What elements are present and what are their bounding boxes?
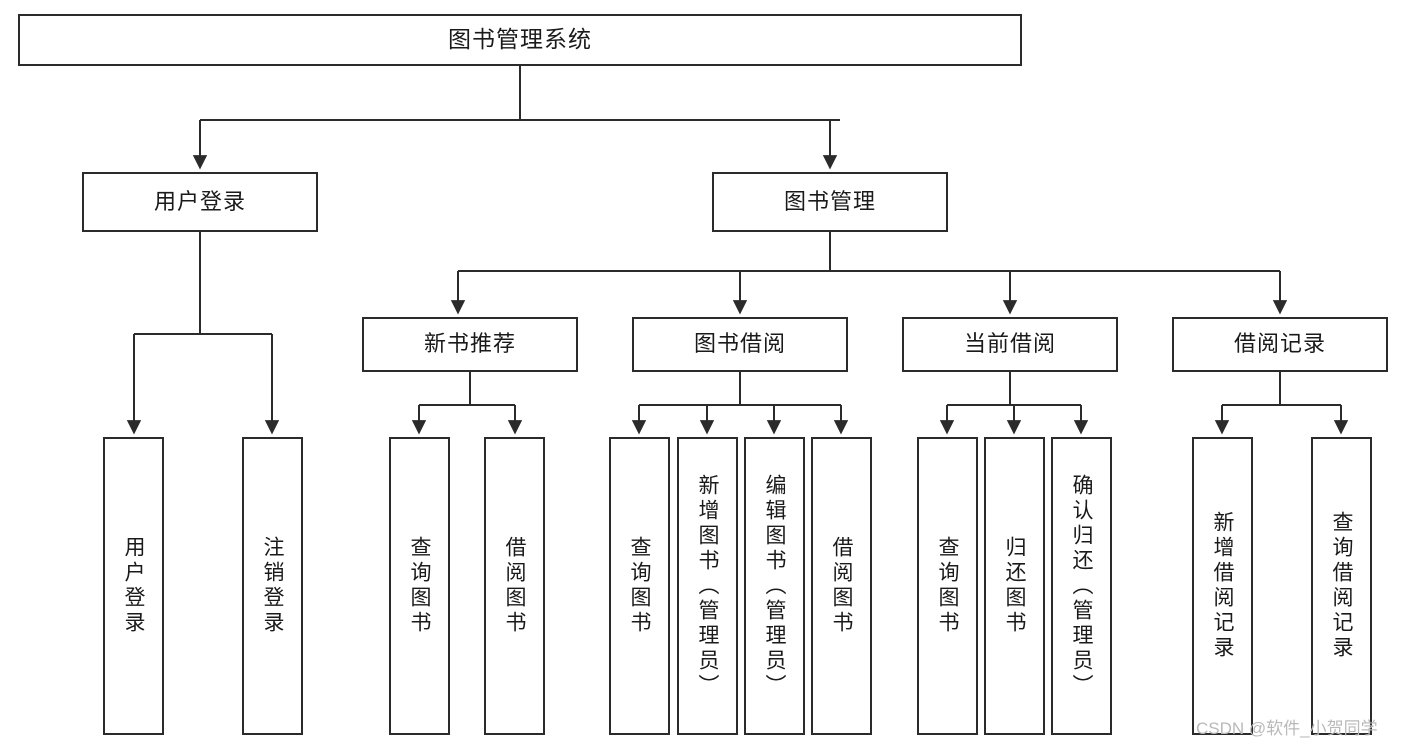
node-current-borrow[interactable]: 当前借阅 bbox=[902, 317, 1118, 372]
leaf-label: 查询图书 bbox=[408, 536, 431, 636]
leaf-confirm-return-admin[interactable]: 确认归还（管理员） bbox=[1051, 437, 1112, 735]
leaf-label: 确认归还（管理员） bbox=[1070, 473, 1093, 699]
leaf-edit-book-admin[interactable]: 编辑图书（管理员） bbox=[744, 437, 805, 735]
leaf-return-book[interactable]: 归还图书 bbox=[984, 437, 1045, 735]
leaf-label: 新增图书（管理员） bbox=[696, 473, 719, 699]
node-new-book-recommend[interactable]: 新书推荐 bbox=[362, 317, 578, 372]
node-root[interactable]: 图书管理系统 bbox=[18, 14, 1022, 66]
leaf-label: 注销登录 bbox=[261, 536, 284, 636]
node-label: 图书管理 bbox=[783, 188, 876, 214]
leaf-borrow-book-recommend[interactable]: 借阅图书 bbox=[484, 437, 545, 735]
node-book-borrow[interactable]: 图书借阅 bbox=[632, 317, 848, 372]
leaf-label: 借阅图书 bbox=[830, 536, 853, 636]
leaf-label: 用户登录 bbox=[122, 536, 145, 636]
node-label: 借阅记录 bbox=[1233, 331, 1326, 357]
leaf-label: 归还图书 bbox=[1003, 536, 1026, 636]
leaf-logout[interactable]: 注销登录 bbox=[242, 437, 303, 735]
leaf-add-book-admin[interactable]: 新增图书（管理员） bbox=[677, 437, 738, 735]
node-root-label: 图书管理系统 bbox=[448, 26, 592, 53]
node-label: 用户登录 bbox=[153, 188, 246, 214]
leaf-user-login[interactable]: 用户登录 bbox=[103, 437, 164, 735]
node-label: 新书推荐 bbox=[423, 331, 516, 357]
leaf-query-book-borrow[interactable]: 查询图书 bbox=[609, 437, 670, 735]
leaf-label: 查询借阅记录 bbox=[1330, 511, 1353, 661]
leaf-label: 查询图书 bbox=[628, 536, 651, 636]
leaf-add-borrow-record[interactable]: 新增借阅记录 bbox=[1192, 437, 1253, 735]
leaf-label: 新增借阅记录 bbox=[1211, 511, 1234, 661]
leaf-label: 编辑图书（管理员） bbox=[763, 473, 786, 699]
leaf-label: 查询图书 bbox=[936, 536, 959, 636]
leaf-label: 借阅图书 bbox=[503, 536, 526, 636]
leaf-query-book-recommend[interactable]: 查询图书 bbox=[389, 437, 450, 735]
node-user-login[interactable]: 用户登录 bbox=[82, 172, 318, 232]
leaf-query-borrow-record[interactable]: 查询借阅记录 bbox=[1311, 437, 1372, 735]
node-book-management[interactable]: 图书管理 bbox=[712, 172, 948, 232]
leaf-query-book-current[interactable]: 查询图书 bbox=[917, 437, 978, 735]
leaf-borrow-book[interactable]: 借阅图书 bbox=[811, 437, 872, 735]
node-borrow-record[interactable]: 借阅记录 bbox=[1172, 317, 1388, 372]
node-label: 图书借阅 bbox=[693, 331, 786, 357]
node-label: 当前借阅 bbox=[963, 331, 1056, 357]
csdn-watermark: CSDN @软件_小贺同学 bbox=[1196, 719, 1378, 738]
